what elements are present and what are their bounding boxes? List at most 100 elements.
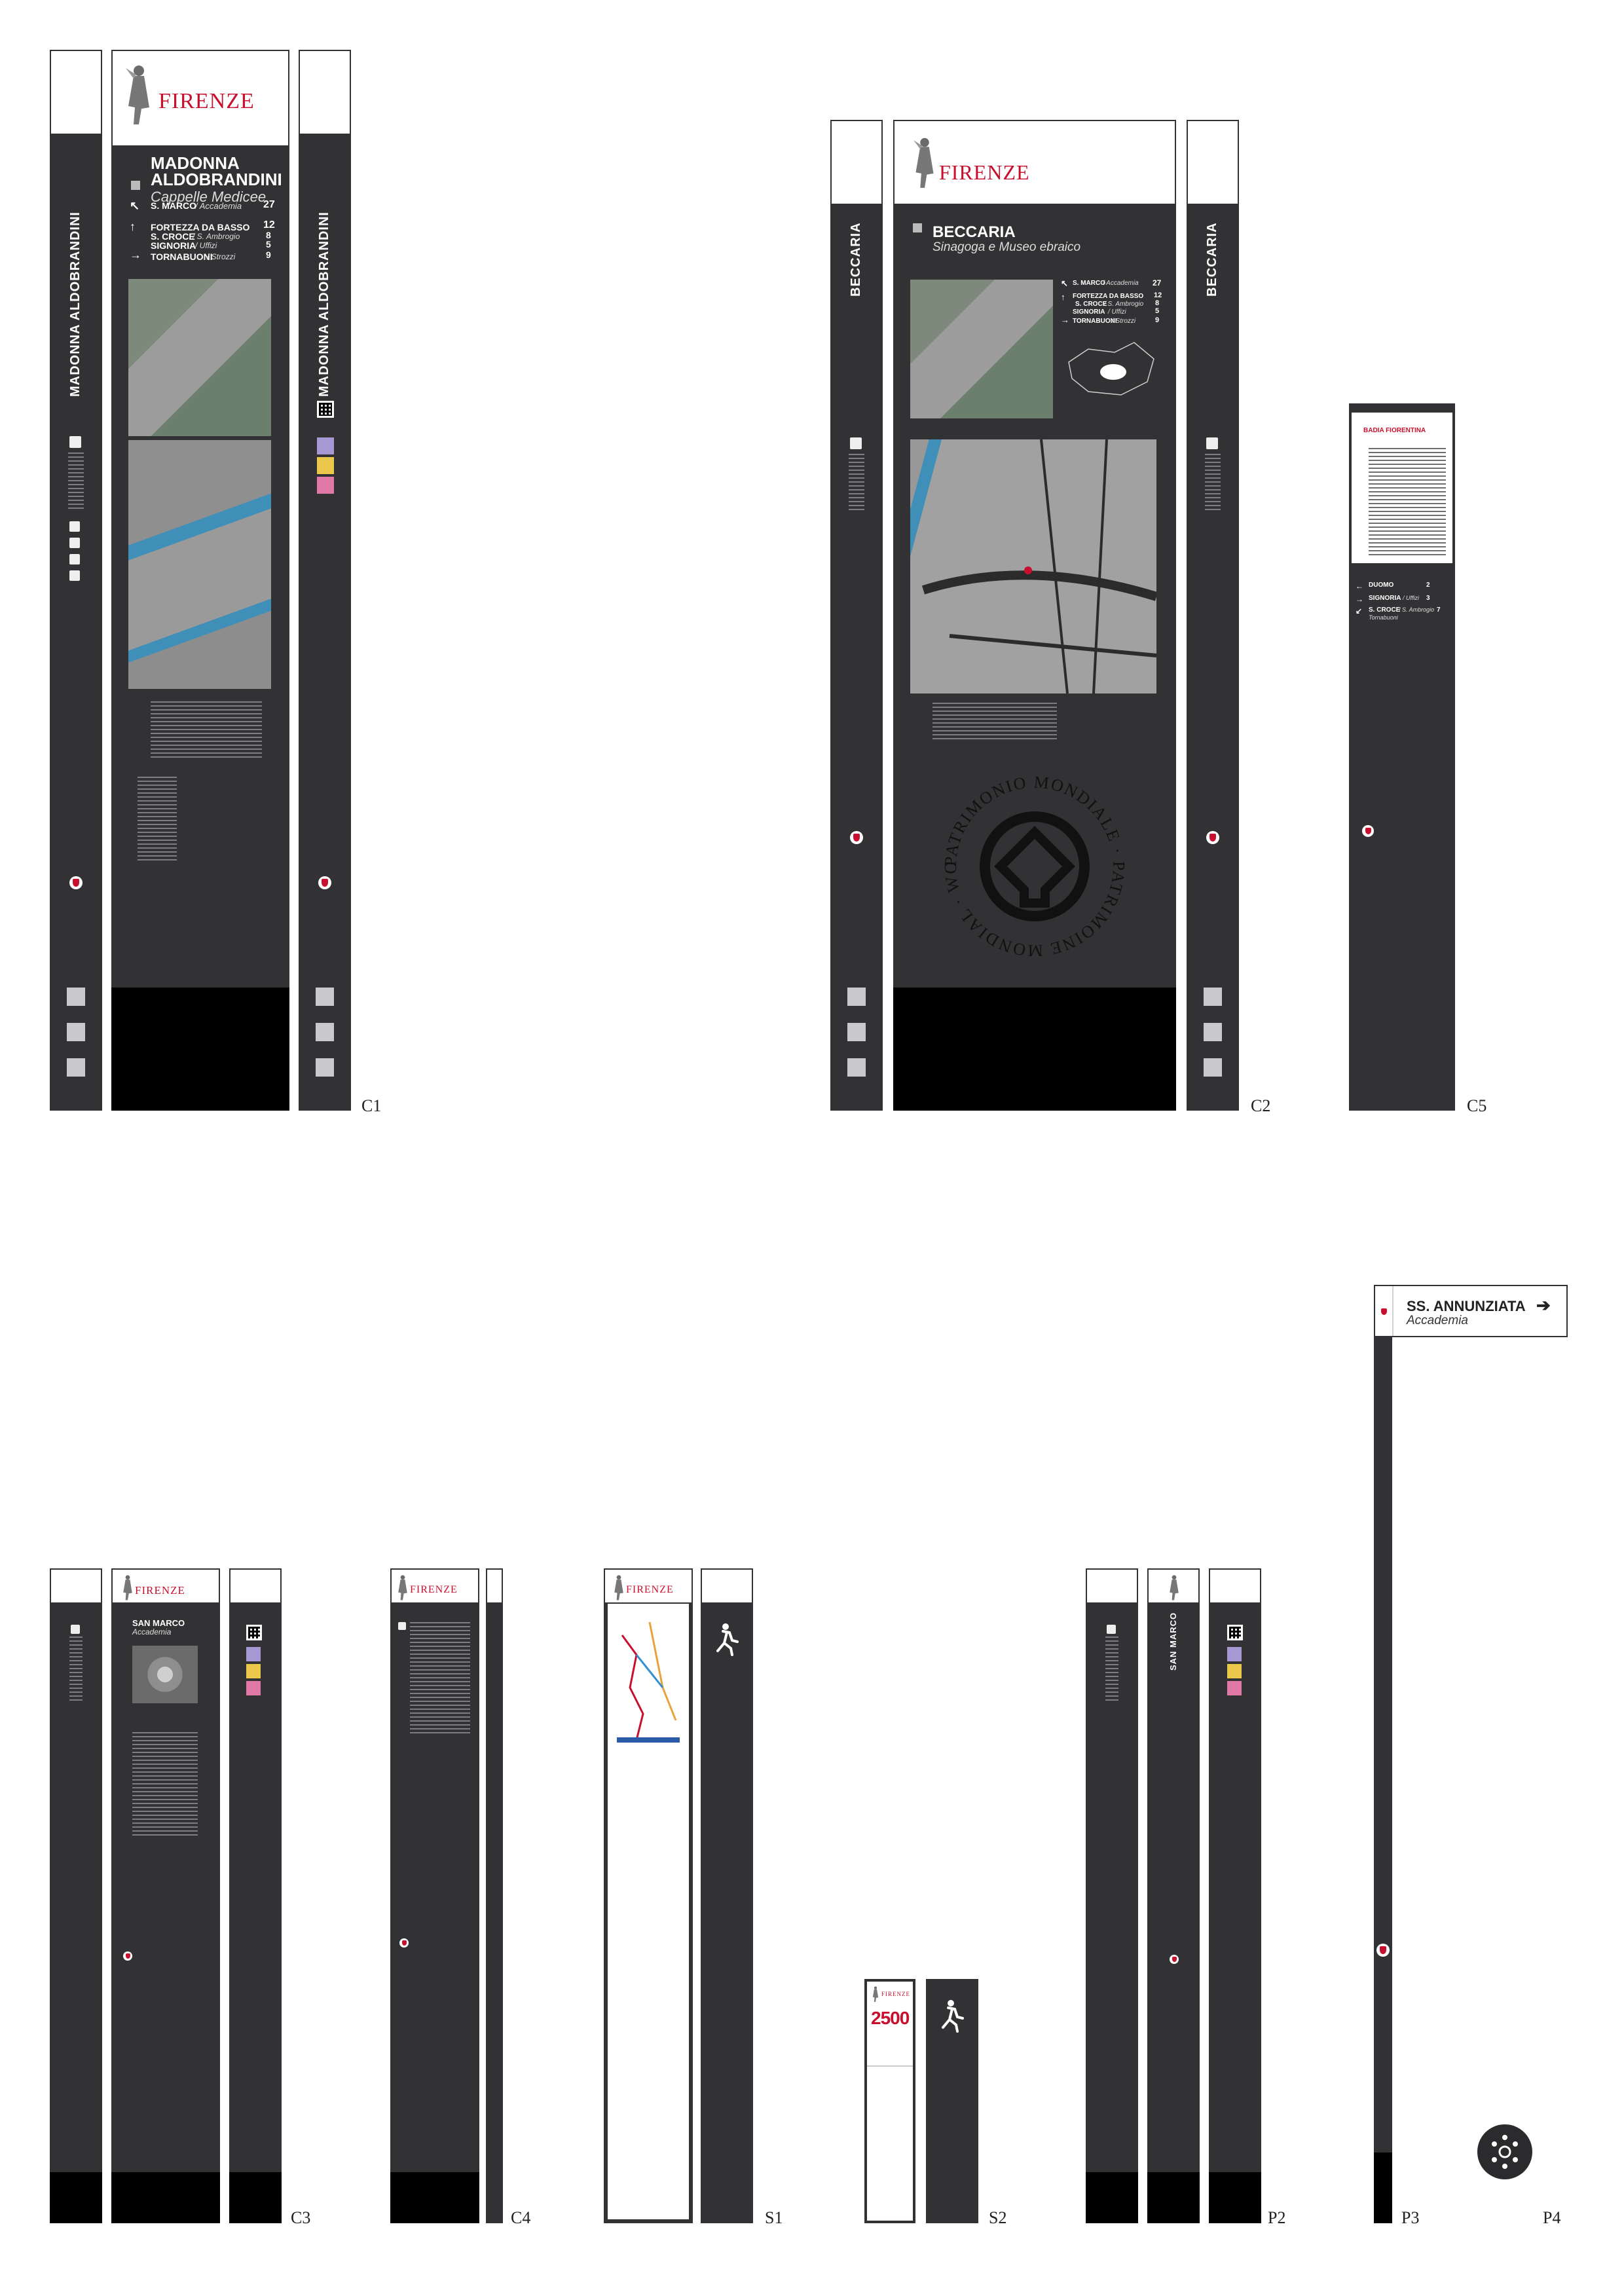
label-s2: S2 xyxy=(989,2208,1007,2227)
c2-right-side-text: BECCARIA xyxy=(1205,222,1219,297)
c3-main-panel: FIRENZE SAN MARCO Accademia xyxy=(111,1568,220,2223)
c1-title-line2: ALDOBRANDINI xyxy=(151,170,282,189)
info-text xyxy=(1105,1636,1118,1702)
c1-dest-num: 12 xyxy=(263,219,275,231)
c2-subtitle: Sinagoga e Museo ebraico xyxy=(932,240,1081,254)
p3-pole xyxy=(1374,1285,1392,2223)
p2-right-cap xyxy=(1209,1568,1261,1604)
arrow-down-left-icon: ↙ xyxy=(1356,606,1363,616)
c2-dest-sub: / Accademia xyxy=(1103,280,1139,287)
florence-crest-icon xyxy=(1170,1955,1179,1964)
button-square xyxy=(316,1023,334,1041)
p4-disc xyxy=(1477,2124,1532,2179)
info-tag-purple xyxy=(246,1647,261,1661)
c1-legend xyxy=(151,701,262,760)
florence-crest-icon xyxy=(318,876,331,889)
c1-subtitle: Cappelle Medicee xyxy=(151,189,267,205)
c1-dest-num: 9 xyxy=(266,250,271,260)
info-text xyxy=(1205,454,1221,513)
c1-dest-num: 27 xyxy=(263,199,275,210)
c1-dest-name: FORTEZZA DA BASSO xyxy=(151,222,250,232)
c3-right-panel xyxy=(229,1568,282,2223)
c1-detail-map xyxy=(128,440,271,689)
c5-dest-name: SIGNORIA xyxy=(1369,595,1401,602)
c3-right-cap xyxy=(229,1568,282,1604)
firenze-figure-icon xyxy=(126,65,149,124)
info-icon xyxy=(69,436,81,448)
button-square xyxy=(847,988,866,1006)
firenze-logo-text: FIRENZE xyxy=(881,1991,910,1997)
s1-frame-panel: FIRENZE xyxy=(604,1568,693,2223)
c2-dest-num: 8 xyxy=(1155,299,1160,307)
florence-crest-icon xyxy=(1206,831,1219,844)
info-text xyxy=(69,1636,83,1702)
c2-main-cap: FIRENZE xyxy=(893,120,1176,205)
c4-main-base xyxy=(390,2172,479,2223)
c2-overview-map xyxy=(910,280,1053,418)
c3-square-map xyxy=(132,1646,198,1703)
city-outline-icon xyxy=(1068,342,1154,396)
arrow-up-icon: ↑ xyxy=(130,220,136,233)
p2-left-panel xyxy=(1086,1568,1138,2223)
button-square xyxy=(1204,1023,1222,1041)
label-c3: C3 xyxy=(291,2208,311,2227)
firenze-figure-icon xyxy=(123,1575,132,1600)
arrow-right-icon: → xyxy=(1061,315,1069,325)
info-text xyxy=(849,454,864,513)
button-square xyxy=(316,1058,334,1077)
c3-left-cap xyxy=(50,1568,102,1604)
florence-crest-icon xyxy=(123,1951,132,1961)
p2-main-panel: SAN MARCO xyxy=(1147,1568,1200,2223)
c1-dest-num: 8 xyxy=(266,230,271,240)
street-grid xyxy=(921,439,1156,693)
c1-left-panel: MADONNA ALDOBRANDINI xyxy=(50,50,102,1111)
c3-main-cap: FIRENZE xyxy=(111,1568,220,1604)
info-tag-pink xyxy=(1227,1681,1242,1695)
s1-side-cap xyxy=(701,1568,753,1604)
c1-title-icon xyxy=(131,181,140,190)
info-tag-pink xyxy=(246,1681,261,1695)
arrow-up-left-icon: ↖ xyxy=(1061,278,1068,288)
p2-left-base xyxy=(1086,2172,1138,2223)
info-tag-pink xyxy=(317,477,334,494)
wayfinding-dots-icon xyxy=(1492,2135,1518,2169)
s2-divider xyxy=(867,2065,913,2067)
arrow-up-icon: ↑ xyxy=(1061,292,1065,302)
s2-side-panel xyxy=(926,1979,978,2223)
c5-dest-sub: Tornabuoni xyxy=(1369,614,1398,621)
c1-dest-name: S. MARCO xyxy=(151,200,196,211)
info-tag-purple xyxy=(1227,1647,1242,1661)
c1-left-side-text: MADONNA ALDOBRANDINI xyxy=(68,212,83,397)
c2-left-cap xyxy=(830,120,883,205)
c2-right-panel: BECCARIA xyxy=(1187,120,1239,1111)
c2-left-panel: BECCARIA xyxy=(830,120,883,1111)
info-text xyxy=(68,453,84,511)
c2-left-side-text: BECCARIA xyxy=(849,222,863,297)
c3-left-base xyxy=(50,2172,102,2223)
p3-sign-divider xyxy=(1392,1286,1393,1336)
arrow-right-icon: → xyxy=(130,248,141,261)
c3-left-panel xyxy=(50,1568,102,2223)
c2-dest-num: 9 xyxy=(1155,316,1160,324)
c3-body-text xyxy=(132,1732,198,1837)
info-icon xyxy=(1206,437,1218,449)
firenze-figure-icon xyxy=(398,1575,407,1600)
p2-left-cap xyxy=(1086,1568,1138,1604)
label-s1: S1 xyxy=(765,2208,783,2227)
service-icon xyxy=(69,538,80,548)
c2-title-icon xyxy=(913,223,922,232)
info-tag-yellow xyxy=(246,1664,261,1678)
c4-side-panel xyxy=(486,1568,503,2223)
c1-dest-num: 5 xyxy=(266,239,271,250)
qr-code-icon xyxy=(317,401,334,418)
p2-side-text: SAN MARCO xyxy=(1168,1612,1178,1671)
label-c2: C2 xyxy=(1251,1096,1271,1115)
label-p3: P3 xyxy=(1401,2208,1420,2227)
s2-frame-panel: FIRENZE 2500 xyxy=(864,1979,915,2223)
label-p4: P4 xyxy=(1543,2208,1561,2227)
info-icon xyxy=(850,437,862,449)
arrow-left-icon: ← xyxy=(1356,582,1363,591)
c1-left-cap xyxy=(50,50,102,135)
p2-right-base xyxy=(1209,2172,1261,2223)
firenze-figure-icon xyxy=(913,138,934,188)
